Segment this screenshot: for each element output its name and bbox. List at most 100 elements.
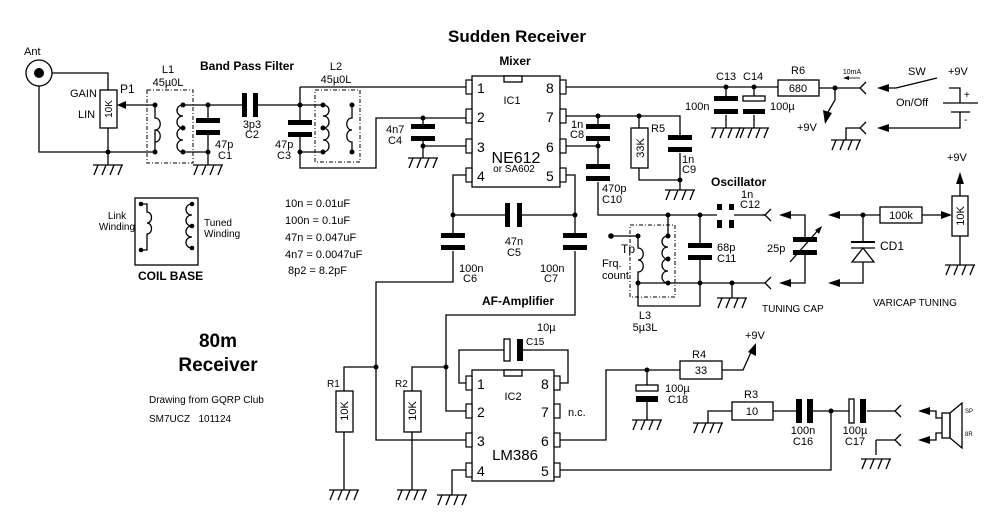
c12-ref: C12 [740, 199, 760, 211]
switch-supply-label: +9V [948, 66, 969, 78]
r3-ref: R3 [744, 389, 758, 401]
resistor-100k [879, 206, 923, 224]
jack-icon [859, 81, 867, 95]
capacitor-c6 [441, 233, 465, 250]
page-title: Sudden Receiver [448, 27, 586, 46]
c18-ref: C18 [668, 394, 688, 406]
capacitor-c9 [668, 135, 692, 152]
c13-ref: C13 [716, 71, 736, 83]
c7-ref: C7 [544, 273, 558, 285]
p1-value: 10K [104, 100, 115, 118]
testpoint-tp [608, 233, 614, 239]
c10-value: 470p [602, 183, 626, 195]
antenna-connector [25, 59, 53, 87]
coil-base-diagram [134, 197, 199, 266]
pot-supply-label: +9V [947, 152, 968, 164]
resistor-100k-value: 100k [889, 210, 913, 222]
ic2-pin-3: 3 [477, 433, 485, 449]
coil-l3 [637, 235, 669, 284]
resistor-r2 [403, 390, 422, 433]
resistor-r1 [335, 390, 354, 433]
antenna-label: Ant [24, 46, 41, 58]
arrow-down-icon [823, 110, 832, 124]
ic1-pin-1: 1 [477, 80, 485, 96]
varicap-diode-cd1 [850, 241, 876, 263]
c17-ref: C17 [845, 436, 865, 448]
c14-value: 100µ [770, 101, 795, 113]
oscillator-label: Oscillator [711, 175, 767, 189]
ic2-pin-6: 6 [541, 433, 549, 449]
c3-ref: C3 [277, 150, 291, 162]
battery-plus: + [964, 90, 970, 101]
r4-supply-label: +9V [745, 330, 766, 342]
ground-icon [710, 127, 742, 139]
switch-ref: SW [908, 66, 926, 78]
ground-icon [396, 489, 428, 501]
capacitor-c2 [242, 93, 258, 117]
capacitor-c17 [848, 398, 866, 424]
ic2-pin-1: 1 [477, 376, 485, 392]
tuning-pot-value: 10K [955, 206, 967, 226]
speaker-icon [930, 401, 963, 450]
c11-value: 68p [717, 242, 735, 254]
supply-label: +9V [797, 122, 818, 134]
ic2-pin-8: 8 [541, 376, 549, 392]
band-pass-filter-label: Band Pass Filter [200, 59, 294, 73]
current-label: 10mA [843, 69, 862, 76]
r1-ref: R1 [327, 379, 340, 390]
wire [38, 72, 155, 165]
ground-icon [944, 264, 976, 276]
arrow-left-icon [918, 407, 930, 415]
conversion-row: 10n = 0.01uF [285, 198, 350, 210]
lin-label: LIN [78, 109, 95, 121]
ground-icon [92, 164, 124, 176]
r5-value: 33K [635, 138, 647, 158]
resistor-r3 [731, 401, 774, 421]
ground-icon [664, 189, 696, 201]
conversion-row: 8p2 = 8.2pF [288, 265, 347, 277]
r3-value: 10 [746, 406, 758, 418]
conversion-row: 4n7 = 0.0047uF [285, 249, 363, 261]
ground-icon [860, 458, 892, 470]
ground-icon [192, 164, 224, 176]
mixer-label: Mixer [499, 54, 531, 68]
r5-ref: R5 [651, 123, 665, 135]
c9-value: 1n [682, 154, 694, 166]
coil-l2 [322, 104, 353, 153]
capacitor-c16 [796, 399, 813, 423]
tuning-cap-value: 25p [767, 243, 785, 255]
arrow-left-icon [918, 436, 930, 444]
jack-icon [894, 433, 902, 447]
jack-icon [859, 121, 867, 135]
tuned-winding-label: Tuned [204, 218, 232, 229]
tp-ref: Tp [621, 242, 635, 256]
tuned-winding-label: Winding [204, 229, 240, 240]
wiper-arrow-icon [117, 101, 126, 109]
arrow-left-icon [779, 279, 791, 287]
switch-sw [889, 77, 938, 89]
potentiometer-p1 [99, 89, 118, 129]
subtitle-line2: Receiver [178, 355, 258, 376]
resistor-r4 [679, 360, 723, 380]
l2-value: 45µ0L [321, 74, 352, 86]
author-text: SM7UCZ 101124 [149, 414, 232, 425]
capacitor-c11 [688, 243, 712, 260]
r6-value: 680 [789, 83, 807, 95]
tuning-capacitor [789, 226, 822, 263]
arrow-left-icon [877, 84, 889, 92]
jack-icon [894, 404, 902, 418]
ic1-pin-7: 7 [546, 109, 554, 125]
gain-label: GAIN [70, 88, 97, 100]
link-winding-label: Winding [99, 222, 135, 233]
c16-ref: C16 [793, 436, 813, 448]
switch-label: On/Off [896, 97, 929, 109]
tuning-potentiometer[interactable] [951, 195, 969, 237]
l2-ref: L2 [330, 61, 342, 73]
jack-icon [764, 208, 772, 222]
capacitor-c18 [635, 384, 659, 402]
ic2-pin-4: 4 [477, 463, 485, 479]
c15-value: 10µ [537, 322, 556, 334]
l1-value: 45µ0L [153, 77, 184, 89]
